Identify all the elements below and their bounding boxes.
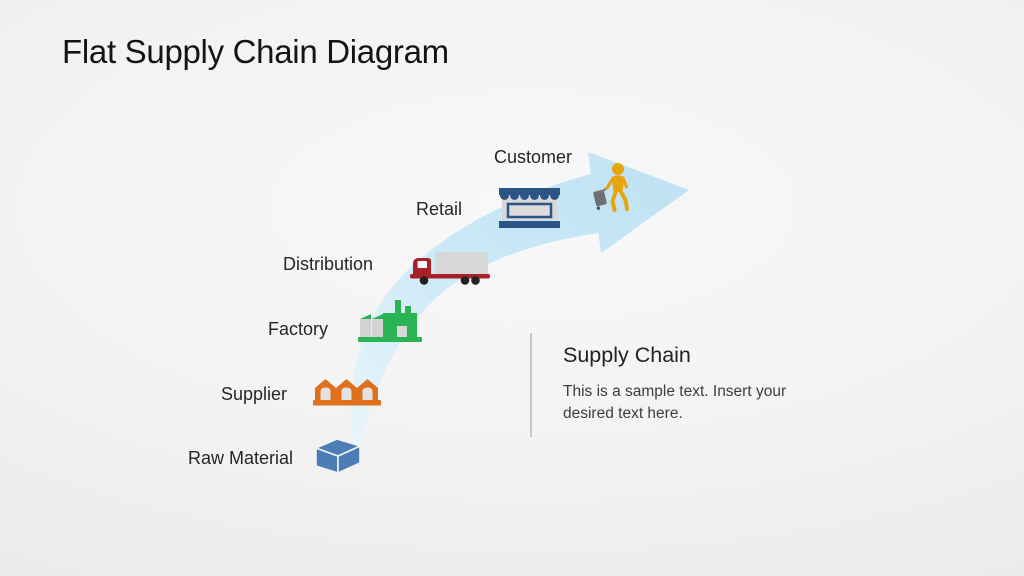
person-luggage-icon — [593, 163, 629, 212]
stage-label-raw-material: Raw Material — [187, 448, 293, 468]
stage-label-distribution: Distribution — [282, 254, 373, 274]
truck-icon — [410, 252, 490, 285]
warehouse-icon — [313, 379, 381, 406]
slide-title: Flat Supply Chain Diagram — [62, 33, 449, 70]
textblock-body-line-2: desired text here. — [563, 404, 683, 422]
stage-label-retail: Retail — [415, 199, 462, 219]
arrow-body — [350, 174, 599, 450]
stage-label-supplier: Supplier — [220, 384, 287, 404]
stage-label-customer: Customer — [493, 147, 572, 167]
divider-line — [530, 333, 532, 437]
storefront-icon — [499, 188, 560, 228]
textblock-body-line-1: This is a sample text. Insert your — [563, 383, 787, 400]
box-icon — [315, 438, 361, 474]
textblock-body: This is a sample text. Insert your desir… — [563, 381, 786, 424]
factory-icon — [358, 300, 422, 342]
stage-label-factory: Factory — [267, 319, 328, 339]
textblock-title: Supply Chain — [563, 343, 691, 367]
